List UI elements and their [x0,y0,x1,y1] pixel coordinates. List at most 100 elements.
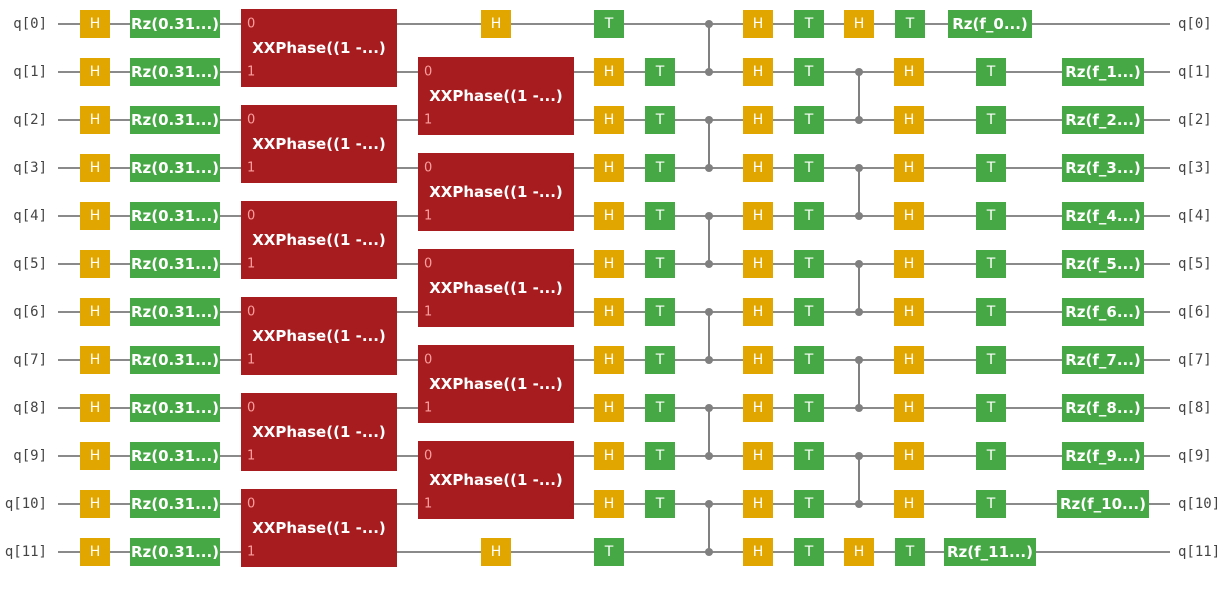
t-gate-box [976,394,1006,422]
xxphase-box [241,201,397,279]
t-gate-box [794,10,824,38]
t-gate: T [794,154,824,182]
rz-final-gate-box [1062,154,1144,182]
t-gate-label: T [804,160,814,176]
t-gate-label: T [655,352,665,368]
qubit-label-left: q[6] [13,304,47,320]
control-dot [705,308,713,316]
rz-final-gate-label: Rz(f_2...) [1065,111,1141,129]
t-gate-box [976,250,1006,278]
t-gate-label: T [986,496,996,512]
xxphase-box [418,345,574,423]
t-gate-box [895,538,925,566]
h-gate: H [894,106,924,134]
rz-final-gate: Rz(f_7...) [1062,346,1144,374]
h-gate-label: H [904,208,915,224]
xxphase-port-0: 0 [247,17,255,32]
h-gate: H [80,154,110,182]
h-gate: H [743,442,773,470]
control-connection [705,308,713,364]
t-gate-box [976,202,1006,230]
control-connection [705,212,713,268]
h-gate-box [594,346,624,374]
h-gate: H [80,538,110,566]
rz-final-gate-box [1057,490,1149,518]
control-connection [855,164,863,220]
h-gate-box [844,538,874,566]
h-gate-label: H [90,256,101,272]
h-gate-label: H [604,208,615,224]
qubit-label-right: q[11] [1178,544,1220,560]
t-gate: T [645,154,675,182]
h-gate: H [743,250,773,278]
h-gate: H [743,538,773,566]
xxphase-label: XXPhase((1 -...) [252,231,386,249]
h-gate: H [481,10,511,38]
control-connection [705,404,713,460]
xxphase-label: XXPhase((1 -...) [252,423,386,441]
xxphase-port-0: 0 [247,305,255,320]
qubit-label-left: q[5] [13,256,47,272]
t-gate: T [645,250,675,278]
rz-gate: Rz(0.31...) [130,298,220,326]
qubit-label-right: q[2] [1178,112,1212,128]
t-gate: T [594,10,624,38]
rz-final-gate-label: Rz(f_9...) [1065,447,1141,465]
rz-final-gate-box [1062,346,1144,374]
t-gate-box [794,250,824,278]
h-gate-box [894,58,924,86]
t-gate: T [976,442,1006,470]
rz-gate-label: Rz(0.31...) [131,495,219,513]
h-gate: H [894,250,924,278]
h-gate-label: H [753,400,764,416]
rz-final-gate-box [944,538,1036,566]
h-gate-label: H [90,16,101,32]
t-gate-label: T [804,400,814,416]
t-gate: T [794,394,824,422]
rz-gate-label: Rz(0.31...) [131,255,219,273]
xxphase-label: XXPhase((1 -...) [252,135,386,153]
control-dot [705,20,713,28]
t-gate: T [976,346,1006,374]
h-gate-label: H [753,160,764,176]
h-gate: H [80,10,110,38]
control-dot [855,116,863,124]
control-dot [705,68,713,76]
h-gate: H [80,442,110,470]
h-gate: H [594,346,624,374]
t-gate-box [645,202,675,230]
control-dot [855,260,863,268]
control-connection [705,116,713,172]
h-gate-label: H [90,400,101,416]
h-gate: H [894,346,924,374]
h-gate-label: H [604,64,615,80]
h-gate-label: H [604,304,615,320]
h-gate-label: H [854,16,865,32]
t-gate-box [794,106,824,134]
rz-gate: Rz(0.31...) [130,10,220,38]
h-gate-box [743,106,773,134]
t-gate: T [794,202,824,230]
h-gate-box [743,346,773,374]
rz-final-gate: Rz(f_1...) [1062,58,1144,86]
h-gate-label: H [90,304,101,320]
rz-gate-label: Rz(0.31...) [131,159,219,177]
rz-gate-label: Rz(0.31...) [131,399,219,417]
t-gate-box [794,394,824,422]
xxphase-label: XXPhase((1 -...) [252,327,386,345]
qubit-label-left: q[2] [13,112,47,128]
rz-gate-label: Rz(0.31...) [131,15,219,33]
h-gate-box [743,10,773,38]
t-gate-label: T [804,496,814,512]
rz-final-gate: Rz(f_0...) [948,10,1032,38]
h-gate-box [594,250,624,278]
h-gate: H [844,538,874,566]
t-gate: T [645,394,675,422]
t-gate-label: T [655,304,665,320]
h-gate-label: H [904,64,915,80]
rz-final-gate-label: Rz(f_5...) [1065,255,1141,273]
h-gate-box [594,490,624,518]
